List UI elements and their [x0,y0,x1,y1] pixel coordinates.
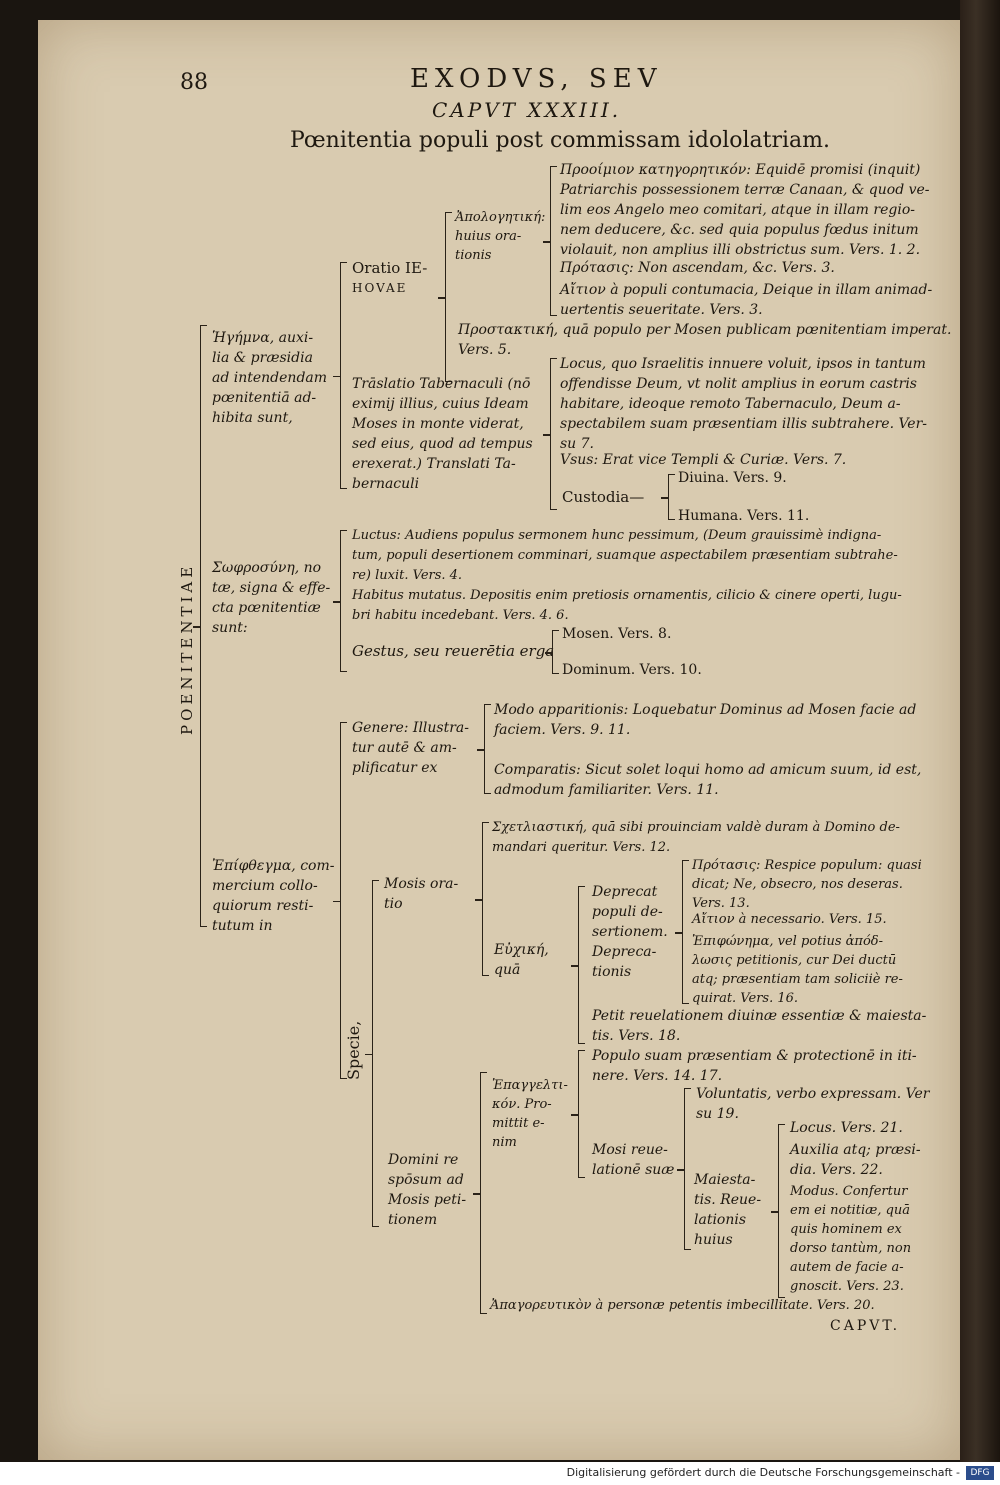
specie-label: Specie, [344,1020,363,1080]
euchike-brace [571,886,585,1044]
maiestatis-brace [771,1124,785,1298]
dominum-text: Dominum. Vers. 10. [562,662,702,678]
aition-text: Αἴτιον à populi contumacia, Deique in il… [560,282,933,318]
page-edge [960,0,1000,1462]
dfg-logo: DFG [966,1466,994,1480]
locus2-text: Locus. Vers. 21. [790,1120,903,1136]
epangeltikon-label: Ἐπαγγελτι-κόν. Pro-mittit e-nim [492,1078,568,1150]
footer-credit: Digitalisierung gefördert durch die Deut… [566,1466,960,1479]
section3-label: Ἐπίφθεγμα, com-mercium collo-quiorum res… [212,858,335,934]
epiphonema-text: Ἐπιφώνημα, vel potius ἀπόδ-λωσις petitio… [692,934,903,1006]
schetliastike-text: Σχετλιαστική, quā sibi prouinciam valdè … [492,820,900,855]
footer-bar: Digitalisierung gefördert durch die Deut… [0,1462,1000,1485]
genere-brace [477,704,491,794]
epangeltikon-brace [571,1050,585,1178]
deprecat-brace [675,860,689,1004]
aition2-text: Αἴτιον à necessario. Vers. 15. [692,912,887,927]
genere-text: Genere: Illustra-tur autē & am-plificatu… [352,720,469,776]
mosi-label: Mosi reue-lationē suæ [592,1142,675,1178]
humana-text: Humana. Vers. 11. [678,508,810,524]
mosis-oratio-label: Mosis ora-tio [384,876,459,912]
protasis-text: Πρότασις: Non ascendam, &c. Vers. 3. [560,260,835,276]
section1-brace [333,262,347,489]
oratio-brace [438,212,452,382]
modo-text: Modo apparitionis: Loquebatur Dominus ad… [494,702,917,738]
locus-text: Locus, quo Israelitis innuere voluit, ip… [560,356,928,452]
apologetike-brace [543,166,557,316]
main-brace [193,325,207,927]
gestus-brace [545,630,559,674]
custodia-label: Custodia— [562,488,645,506]
apagoreutikon-text: Ἀπαγορευτικὸν à personæ petentis imbecil… [490,1298,875,1313]
usus-text: Vsus: Erat vice Templi & Curiæ. Vers. 7. [560,452,847,468]
gestus-text: Gestus, seu reuerētia erga [352,642,555,660]
diuina-text: Diuina. Vers. 9. [678,470,787,486]
populo-text: Populo suam præsentiam & protectionē in … [592,1048,917,1084]
catchword: CAPVT. [830,1318,901,1334]
apologetike-label: Ἀπολογητική:huius ora-tionis [455,210,546,263]
prostaktike-text: Προστακτική, quā populo per Mosen public… [458,322,952,358]
specie-brace [365,880,379,1227]
side-label-poenitentiae: POENITENTIAE [178,562,196,735]
mosi-brace [677,1088,691,1250]
prooimion-text: Προοίμιον κατηγορητικόν: Equidē promisi … [560,162,930,258]
oratio-iehovae: Oratio IE-HOVAE [352,259,428,295]
translatio-brace [543,358,557,510]
domini-brace [473,1072,487,1314]
running-title: EXODVS, SEV [410,64,663,94]
petit-text: Petit reuelationem diuinæ essentiæ & mai… [592,1008,927,1044]
chapter-subtitle: Pœnitentia populi post commissam idolola… [290,128,831,153]
chapter-heading: CAPVT XXXIII. [432,98,622,122]
page-number: 88 [180,70,208,95]
section2-brace [333,530,347,672]
comparatis-text: Comparatis: Sicut solet loqui homo ad am… [494,762,922,798]
euchike-label: Εὐχική,quā [494,942,549,978]
book-page [38,20,960,1460]
luctus-text: Luctus: Audiens populus sermonem hunc pe… [352,528,898,583]
habitus-text: Habitus mutatus. Depositis enim pretiosi… [352,588,902,623]
mosen-text: Mosen. Vers. 8. [562,626,672,642]
mosis-oratio-brace [475,822,489,976]
custodia-brace [661,474,675,520]
section3-brace [333,722,347,1079]
auxilia-text: Auxilia atq; præsi-dia. Vers. 22. [790,1142,921,1178]
